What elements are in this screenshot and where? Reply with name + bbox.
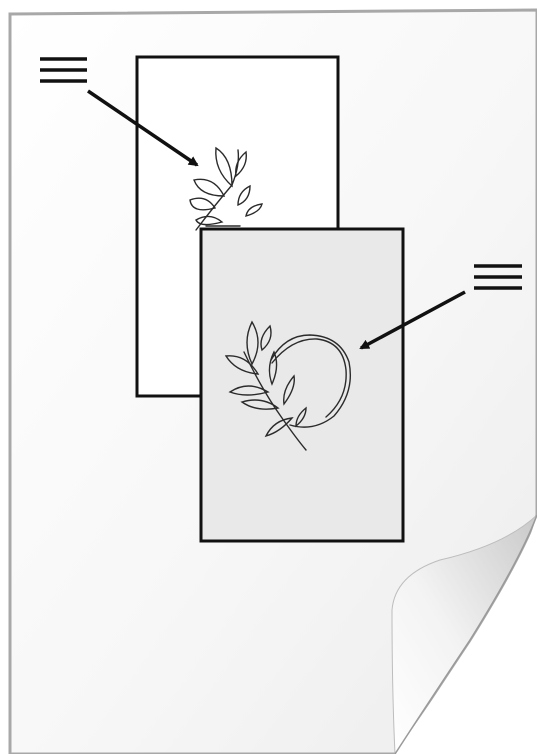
front-card xyxy=(201,229,403,541)
front-card-frame xyxy=(201,229,403,541)
